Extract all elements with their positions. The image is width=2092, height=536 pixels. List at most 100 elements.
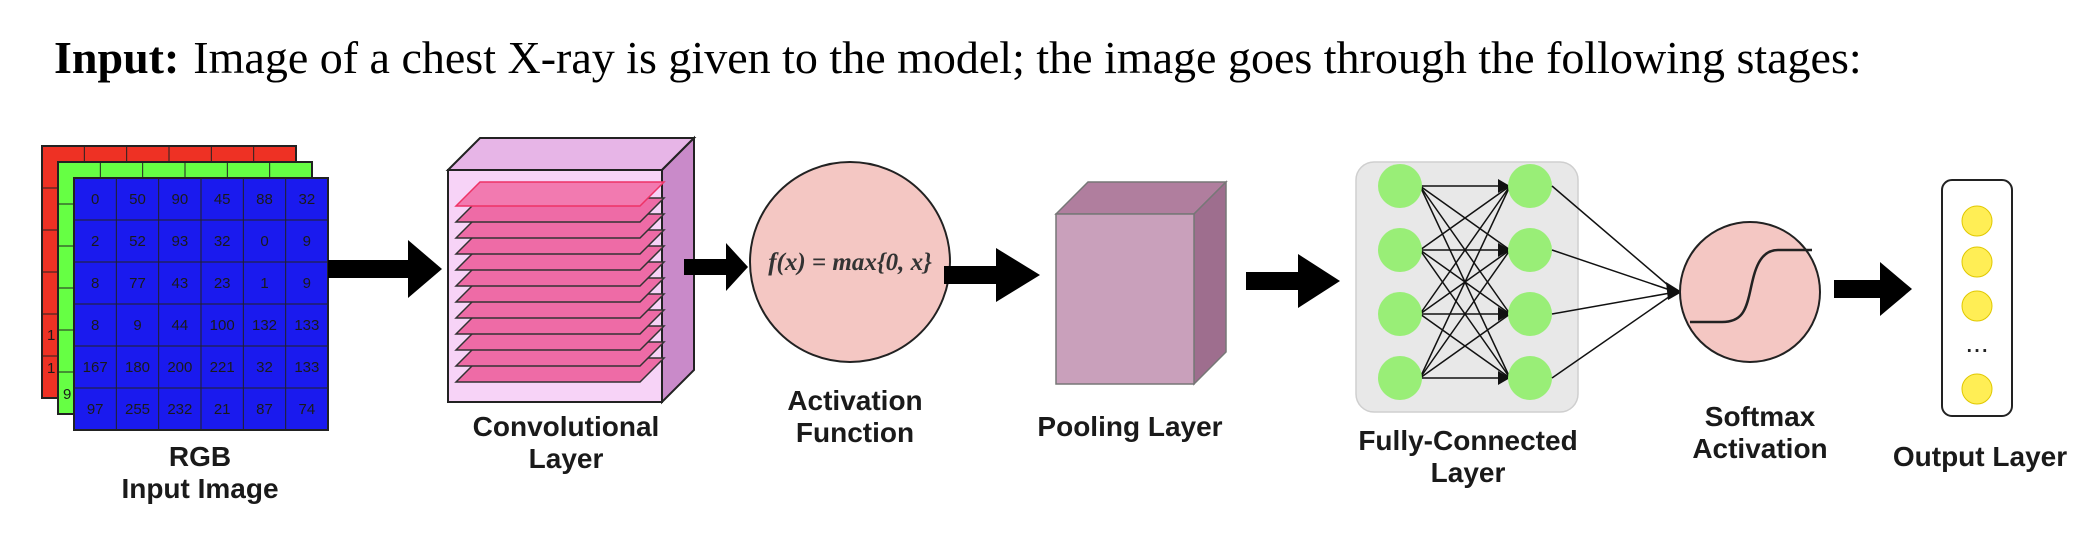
fc-edge (1419, 249, 1511, 379)
matrix-cell: 88 (256, 191, 273, 208)
matrix-cell: 167 (83, 359, 108, 376)
fc-neuron (1508, 356, 1552, 400)
softmax-edge (1551, 185, 1677, 293)
matrix-cell: 52 (129, 233, 146, 250)
softmax-arrowhead-icon (1666, 282, 1682, 300)
activation-label-line1: Activation (787, 385, 922, 416)
rgb-label-line1: RGB (169, 441, 231, 472)
softmax-edge (1551, 291, 1677, 379)
matrix-cell: 0 (91, 191, 99, 208)
fc-neurons (1378, 164, 1552, 400)
matrix-cell: 133 (294, 359, 319, 376)
activation-function: f(x) = max{0, x} Activation Function (749, 161, 951, 448)
fc-label-line1: Fully-Connected (1358, 425, 1577, 456)
matrix-cell: 100 (210, 317, 235, 334)
arrow-conv-to-activation (684, 243, 748, 291)
conv-filter-stack (454, 181, 666, 383)
output-neuron (1961, 373, 1993, 405)
conv-label-line1: Convolutional (473, 411, 660, 442)
arrow-activation-to-pooling (944, 248, 1040, 302)
softmax-edge (1551, 291, 1677, 315)
fc-edge (1419, 185, 1511, 251)
fc-arrowhead-icon (1498, 179, 1510, 193)
fc-neuron (1378, 228, 1422, 272)
matrix-cell: 9 (303, 233, 311, 250)
output-layer: ... Output Layer (1893, 179, 2067, 472)
activation-circle (749, 161, 951, 363)
matrix-cell: 21 (214, 401, 231, 418)
matrix-cell: 43 (171, 275, 188, 292)
rgb-label-line2: Input Image (121, 473, 278, 504)
fc-neuron (1508, 292, 1552, 336)
output-neuron (1961, 290, 1993, 322)
fc-neuron (1378, 164, 1422, 208)
arrow-pooling-to-fc (1246, 254, 1340, 308)
matrix-cell: 97 (87, 401, 104, 418)
matrix-cell: 2 (91, 233, 99, 250)
fc-to-softmax-connections (1551, 185, 1682, 379)
activation-label-line2: Function (796, 417, 914, 448)
matrix-cell: 90 (171, 191, 188, 208)
softmax-label-line2: Activation (1692, 433, 1827, 464)
softmax-activation: Softmax Activation (1679, 221, 1828, 464)
arrow-softmax-to-output (1834, 262, 1912, 316)
fc-arrowhead-icon (1498, 307, 1510, 321)
fc-neuron (1508, 228, 1552, 272)
softmax-edge (1551, 249, 1677, 293)
matrix-cell: 255 (125, 401, 150, 418)
output-neuron (1961, 205, 1993, 237)
output-neuron (1961, 246, 1993, 278)
title-text: Image of a chest X-ray is given to the m… (193, 32, 1861, 83)
title-prefix: Input: (54, 32, 179, 83)
fc-arrowhead-icon (1498, 243, 1510, 257)
fc-neuron (1378, 292, 1422, 336)
back-row-label: 1 (47, 327, 55, 344)
matrix-cell: 77 (129, 275, 146, 292)
matrix-cell: 180 (125, 359, 150, 376)
page-title: Input: Image of a chest X-ray is given t… (54, 32, 1862, 83)
conv-label-line2: Layer (529, 443, 604, 474)
matrix-cell: 8 (91, 275, 99, 292)
pooling-label: Pooling Layer (1037, 411, 1222, 442)
matrix-cell: 8 (91, 317, 99, 334)
matrix-cell: 9 (133, 317, 141, 334)
matrix-cell: 23 (214, 275, 231, 292)
arrow-rgb-to-conv (328, 240, 442, 298)
matrix-cell: 44 (171, 317, 188, 334)
matrix-cell: 32 (214, 233, 231, 250)
output-ellipsis: ... (1965, 327, 1988, 358)
matrix-cell: 45 (214, 191, 231, 208)
matrix-cell: 93 (171, 233, 188, 250)
matrix-cell: 232 (167, 401, 192, 418)
back-row-label: 1 (47, 360, 55, 377)
matrix-cell: 1 (260, 275, 268, 292)
matrix-cell: 32 (298, 191, 315, 208)
matrix-cell: 221 (210, 359, 235, 376)
fully-connected-layer: Fully-Connected Layer (1355, 161, 1579, 488)
softmax-label-line1: Softmax (1705, 401, 1816, 432)
conv-filter-sheet (454, 181, 666, 207)
matrix-cell: 74 (298, 401, 315, 418)
matrix-cell: 50 (129, 191, 146, 208)
matrix-cell: 200 (167, 359, 192, 376)
output-neurons (1961, 205, 1993, 405)
fc-neuron (1508, 164, 1552, 208)
fc-edge (1419, 185, 1511, 315)
sigmoid-curve-icon (1690, 248, 1812, 324)
matrix-cell: 32 (256, 359, 273, 376)
fc-connections (1419, 179, 1511, 385)
output-label: Output Layer (1893, 441, 2067, 472)
fc-arrowhead-icon (1498, 371, 1510, 385)
back-row-label: 9 (63, 386, 71, 403)
activation-formula: f(x) = max{0, x} (768, 249, 932, 276)
pooling-layer: Pooling Layer (1037, 180, 1228, 442)
convolutional-layer: Convolutional Layer (445, 135, 697, 474)
fc-edge (1419, 313, 1511, 379)
matrix-cell: 132 (252, 317, 277, 334)
matrix-cell: 0 (260, 233, 268, 250)
